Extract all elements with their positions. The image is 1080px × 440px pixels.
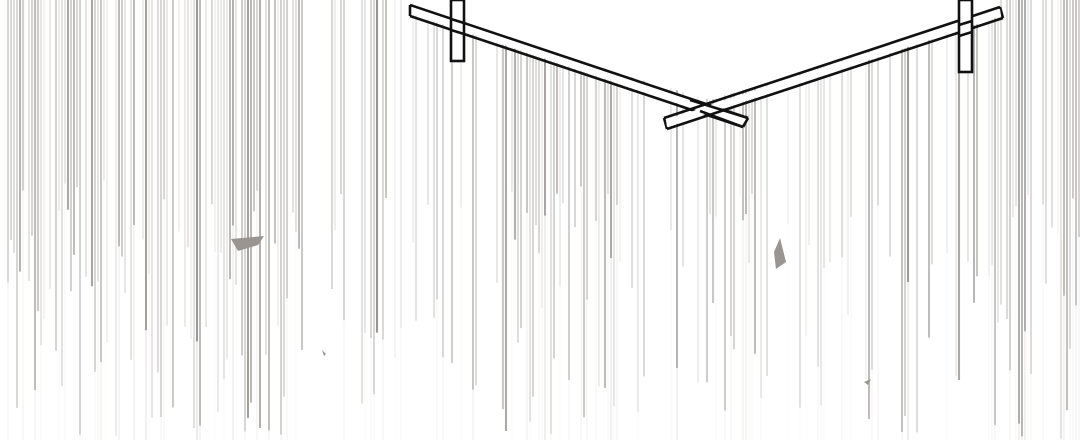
debris-fragment-left xyxy=(231,236,264,251)
frame-crossing xyxy=(689,98,749,129)
speed-lines-group xyxy=(6,0,1080,440)
debris-fragment-right xyxy=(774,238,786,269)
debris-speck-1 xyxy=(322,350,326,356)
frame-left-rail-fill xyxy=(412,7,746,125)
frame-right-rail-fill xyxy=(666,9,1001,127)
frame-inner-area xyxy=(410,0,1000,100)
debris-speck-2 xyxy=(864,379,871,385)
post-cross-lines xyxy=(450,17,973,38)
